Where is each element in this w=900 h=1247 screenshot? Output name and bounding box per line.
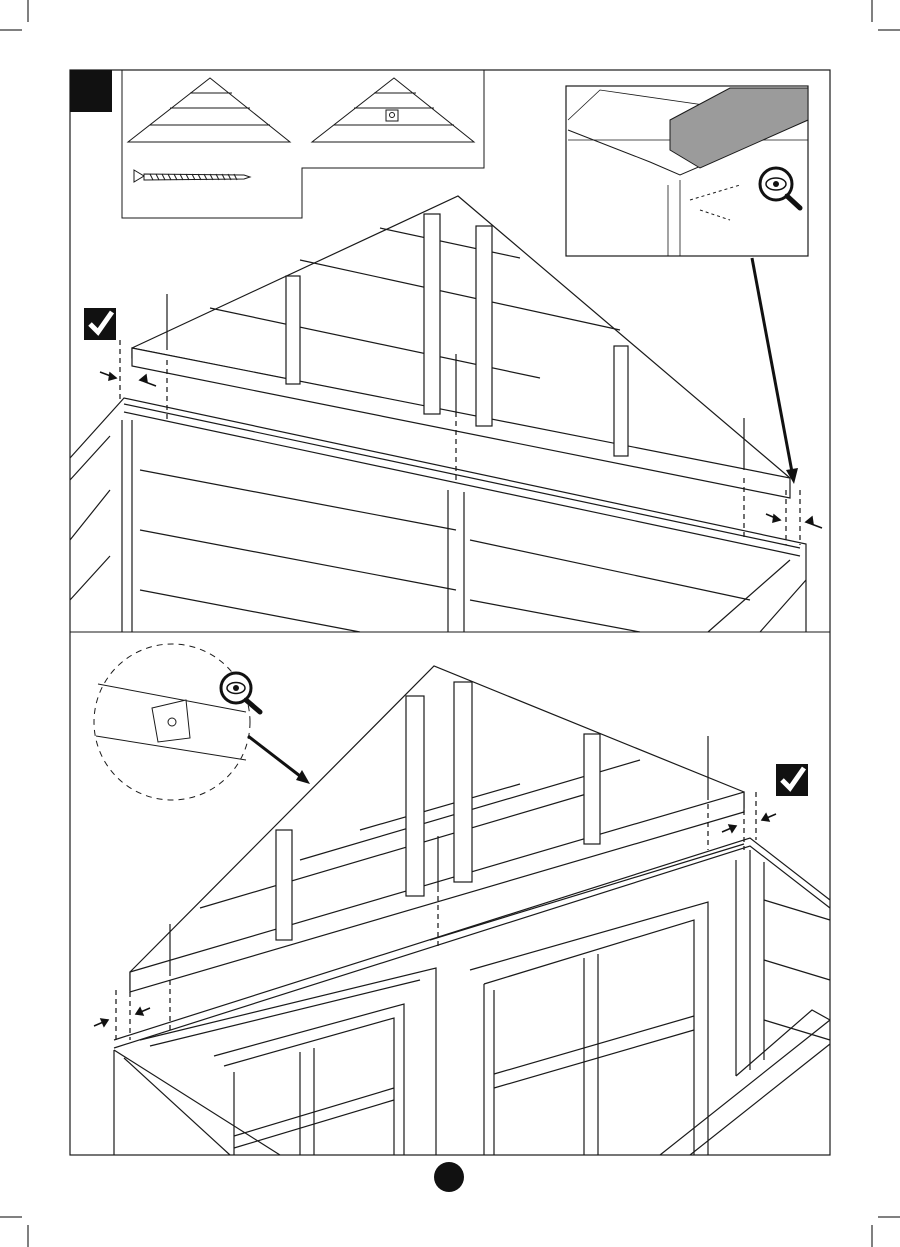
gable-triangle-with-hanger-icon xyxy=(312,78,474,142)
gable-triangle-icon xyxy=(128,78,290,142)
page-number-dot xyxy=(434,1162,464,1192)
checkmark-icon xyxy=(84,308,116,340)
checkmark-icon xyxy=(776,764,808,796)
zoom-circle xyxy=(94,644,250,800)
parts-legend xyxy=(122,70,484,218)
zoom-pointer-arrow xyxy=(248,736,300,776)
inset-pointer-arrow xyxy=(752,258,792,472)
screw-icon xyxy=(134,170,250,182)
step-marker xyxy=(70,70,112,112)
detail-inset xyxy=(566,86,808,256)
